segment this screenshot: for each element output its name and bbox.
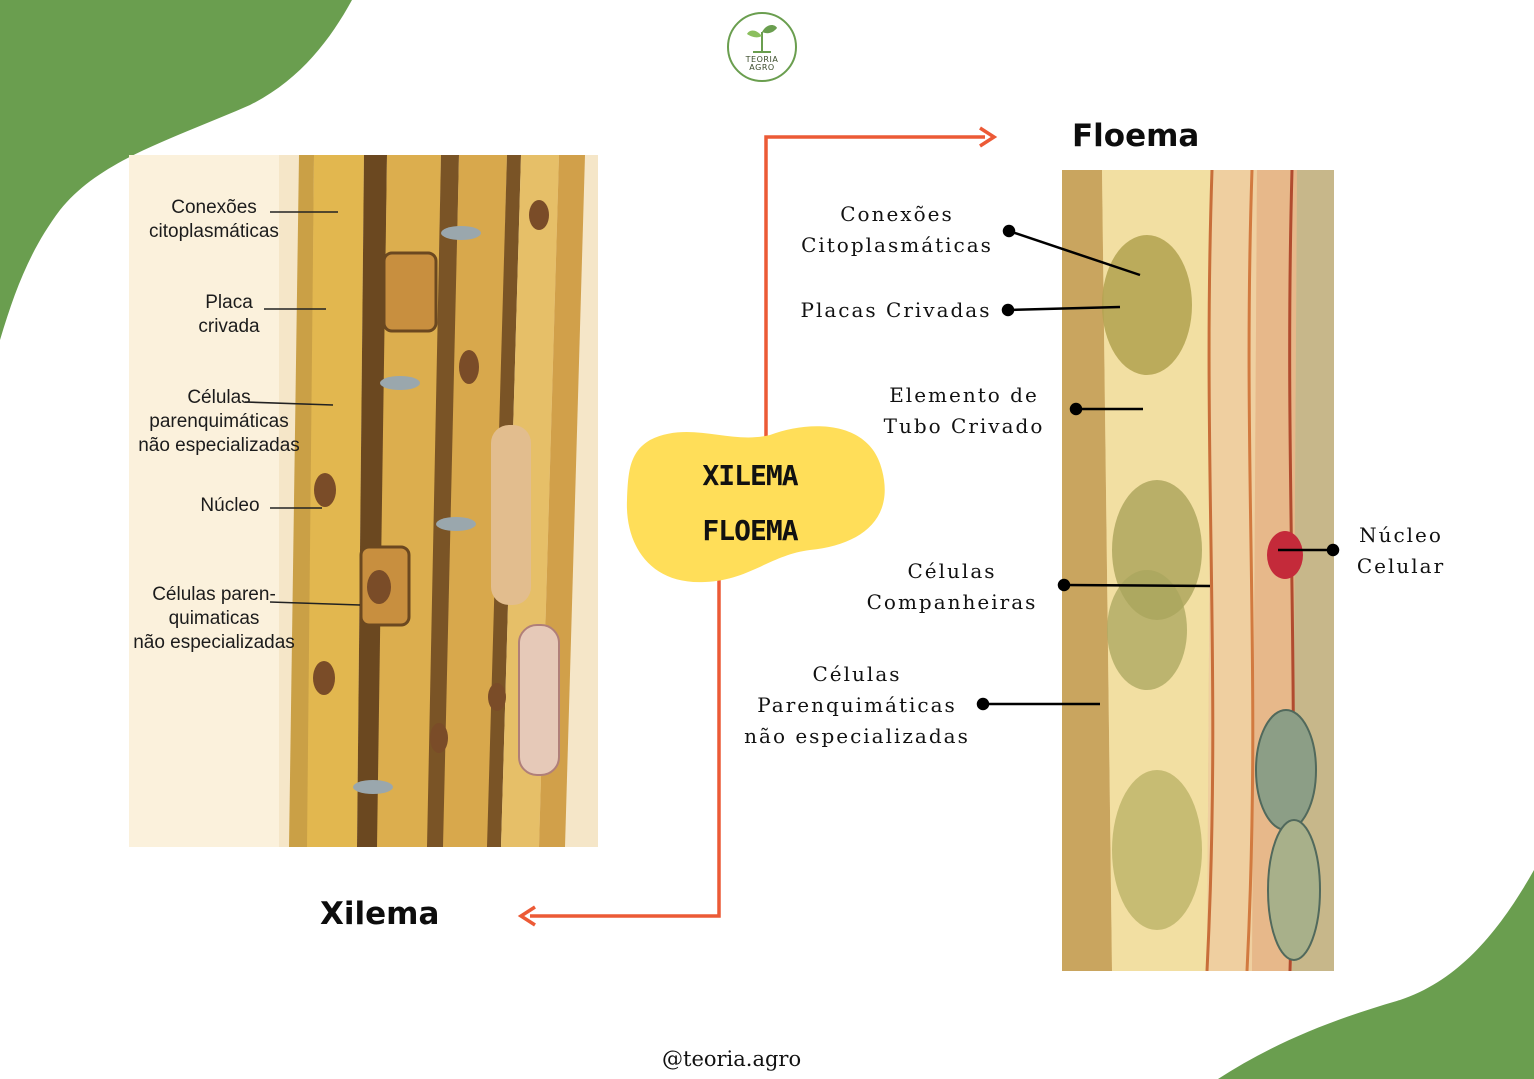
- heading-floema: Floema: [1072, 118, 1200, 154]
- xylem-label-nucleo: Núcleo: [200, 495, 260, 516]
- xylem-illustration: [129, 155, 598, 847]
- center-blob-text: XILEMA FLOEMA: [702, 459, 798, 547]
- phloem-leader-lines: [976, 224, 1340, 711]
- phloem-label-conexoes: Conexões Citoplasmáticas: [801, 202, 993, 257]
- xylem-label-conexoes: Conexões citoplasmáticas: [149, 197, 279, 242]
- phloem-illustration: [1062, 170, 1334, 971]
- logo-text: TEORIA AGRO: [745, 55, 779, 72]
- xylem-label-celulas-2: Células paren- quimaticas não especializ…: [133, 584, 295, 653]
- orange-connector-top: [764, 135, 985, 450]
- phloem-label-placas: Placas Crivadas: [800, 298, 992, 322]
- footer-handle: @teoria.agro: [662, 1047, 802, 1071]
- heading-xilema: Xilema: [320, 896, 440, 932]
- phloem-label-parenquimaticas: Células Parenquimáticas não especializad…: [744, 662, 970, 748]
- xylem-leader-lines: [244, 211, 361, 606]
- phloem-label-elemento: Elemento de Tubo Crivado: [883, 383, 1045, 438]
- xylem-label-celulas-1: Células parenquimáticas não especializad…: [138, 387, 300, 456]
- phloem-label-companheiras: Células Companheiras: [866, 559, 1038, 614]
- orange-connector-bottom: [530, 580, 721, 918]
- phloem-label-nucleo: Núcleo Celular: [1356, 523, 1446, 578]
- arrowhead-xilema: [517, 905, 536, 927]
- teoria-agro-logo: TEORIA AGRO: [727, 12, 797, 82]
- arrowhead-floema: [979, 126, 998, 148]
- sprout-icon: [747, 25, 777, 53]
- phloem-cells-drawing: [1062, 170, 1334, 971]
- xylem-label-placa: Placa crivada: [198, 292, 260, 337]
- center-blob: [626, 426, 885, 583]
- green-corner-bottom-right: [1218, 870, 1534, 1079]
- green-corner-top-left: [0, 0, 352, 340]
- xylem-cells-drawing: [279, 155, 598, 847]
